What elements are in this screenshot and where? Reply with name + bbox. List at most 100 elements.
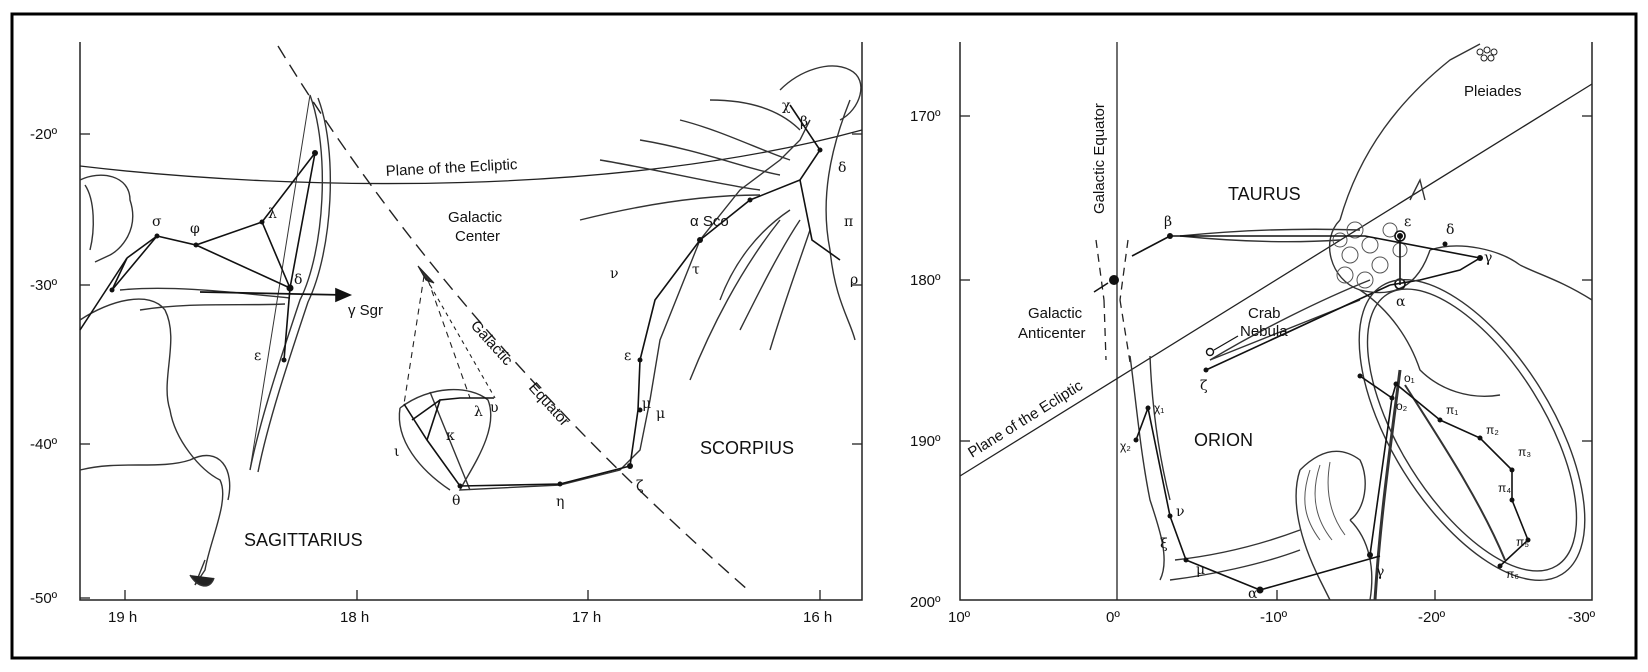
star-tau: τ — [692, 262, 700, 278]
star-kappa: κ — [446, 428, 455, 444]
right-xtick-3: -10º — [1260, 609, 1288, 626]
left-ytick-4: -50º — [30, 590, 58, 607]
sagittarius-lines — [79, 152, 353, 361]
star-epsilon: ε — [254, 348, 261, 364]
orion-label: ORION — [1194, 430, 1253, 450]
star-delta: δ — [294, 272, 302, 288]
galactic-equator-label: Galactic Equator — [1091, 103, 1108, 214]
star-gamma-ori: γ — [1376, 564, 1384, 580]
gamma-sgr-label: γ Sgr — [348, 302, 383, 319]
right-ytick-2: 180º — [910, 272, 941, 289]
star-chi1: χ₁ — [1154, 401, 1164, 415]
ecliptic-line — [79, 129, 863, 185]
star-iota: ι — [394, 444, 400, 460]
left-frame — [79, 42, 863, 601]
anticenter-arrow — [1093, 282, 1109, 293]
anticenter-label-1: Galactic — [1028, 305, 1083, 322]
star-pi4: π₄ — [1498, 481, 1511, 495]
scorpius-figure — [398, 65, 862, 491]
crab-pointer — [1213, 335, 1239, 351]
star-pi1: π₁ — [1446, 403, 1458, 417]
left-xtick-3: 17 h — [572, 609, 601, 626]
sagittarius-label: SAGITTARIUS — [244, 530, 363, 550]
equator-label: Equator — [525, 379, 573, 429]
orion-figure — [1129, 279, 1586, 601]
right-ytick-1: 170º — [910, 108, 941, 125]
right-ytick-3: 190º — [910, 433, 941, 450]
star-pi2: π₂ — [1486, 423, 1499, 437]
orion-hair — [1304, 461, 1346, 541]
anticenter-marker — [1109, 275, 1119, 285]
star-omicron1: ο₁ — [1404, 371, 1415, 385]
star-eta: η — [556, 494, 564, 510]
anticenter-label-2: Anticenter — [1018, 325, 1086, 342]
right-xtick-1: 10º — [948, 609, 971, 626]
galactic-center-marker — [403, 265, 496, 405]
taurus-label: TAURUS — [1228, 184, 1301, 204]
star-mu-ori: μ — [1196, 562, 1205, 578]
right-ytick-4: 200º — [910, 594, 941, 611]
scorpius-lines — [403, 104, 841, 487]
star-nu: ν — [610, 266, 619, 282]
star-chi: χ — [782, 98, 791, 114]
star-phi: φ — [190, 221, 200, 237]
scorpius-stars — [457, 147, 823, 489]
outer-border — [10, 12, 1638, 660]
star-beta: β — [800, 114, 808, 130]
star-pi: π — [844, 214, 853, 230]
star-delta-tau: δ — [1446, 222, 1454, 238]
galactic-equator-line — [277, 45, 749, 591]
star-zeta-tau: ζ — [1200, 378, 1208, 394]
star-mu-alt: μ — [656, 406, 665, 422]
star-alpha-tau: α — [1396, 294, 1406, 310]
left-xtick-2: 18 h — [340, 609, 369, 626]
star-nu-ori: ν — [1176, 504, 1185, 520]
left-ytick-1: -20º — [30, 126, 58, 143]
star-zeta: ζ — [636, 478, 644, 494]
sagittarius-figure — [79, 94, 332, 587]
star-epsilon-tau: ε — [1404, 214, 1411, 230]
star-xi-ori: ξ — [1160, 536, 1168, 552]
taurus-stars — [1167, 230, 1483, 373]
right-ecliptic-line — [959, 83, 1593, 477]
scorpius-label: SCORPIUS — [700, 438, 794, 458]
left-panel: -20º -30º -40º -50º 19 h 18 h 17 h 16 h … — [30, 42, 863, 626]
star-pi6: π₆ — [1506, 567, 1519, 581]
star-pi3: π₃ — [1518, 445, 1531, 459]
star-theta: θ — [452, 493, 460, 509]
galactic-center-label-1: Galactic — [448, 209, 503, 226]
star-sigma: σ — [152, 214, 162, 230]
ecliptic-label: Plane of the Ecliptic — [385, 156, 518, 180]
star-pi5: π₅ — [1516, 535, 1529, 549]
star-mu: μ — [642, 396, 651, 412]
sagittarius-stars — [109, 150, 318, 363]
star-upsilon: υ — [490, 400, 499, 416]
star-lambda-sco: λ — [474, 404, 483, 420]
star-gamma-tau: γ — [1484, 250, 1492, 266]
right-galactic-equator — [1095, 239, 1131, 363]
star-rho: ρ — [850, 272, 858, 288]
crab-label-2: Nebula — [1240, 323, 1288, 340]
right-frame — [959, 42, 1593, 601]
star-omicron2: ο₂ — [1396, 399, 1408, 413]
right-ecliptic-label: Plane of the Ecliptic — [965, 377, 1086, 461]
star-epsilon-sco: ε — [624, 348, 631, 364]
star-lambda: λ — [268, 206, 277, 222]
left-xtick-4: 16 h — [803, 609, 832, 626]
pleiades-label: Pleiades — [1464, 83, 1522, 100]
taurus-figure — [1179, 43, 1593, 397]
left-xtick-1: 19 h — [108, 609, 137, 626]
star-beta-tau: β — [1164, 214, 1172, 230]
alpha-sco-label: α Sco — [690, 213, 729, 230]
orion-stars — [1133, 373, 1531, 594]
left-ytick-2: -30º — [30, 277, 58, 294]
star-delta-sco: δ — [838, 160, 846, 176]
right-xtick-4: -20º — [1418, 609, 1446, 626]
left-ytick-3: -40º — [30, 436, 58, 453]
galactic-center-label-2: Center — [455, 228, 500, 245]
star-chi2: χ₂ — [1120, 439, 1131, 453]
right-xtick-2: 0º — [1106, 609, 1120, 626]
star-alpha-ori: α — [1248, 586, 1258, 602]
